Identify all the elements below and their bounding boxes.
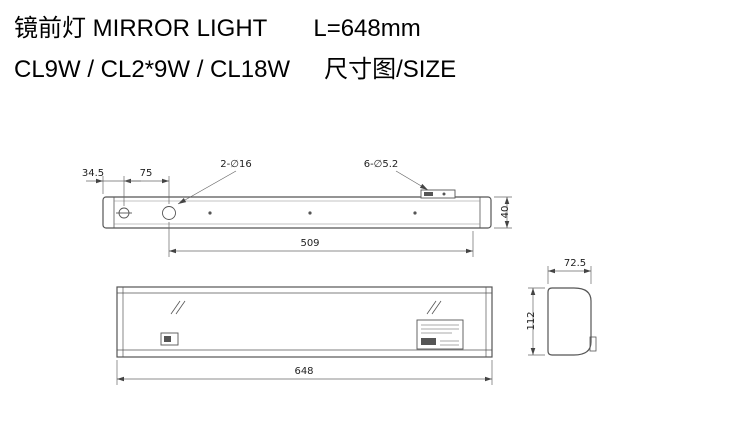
front-view-body (116, 286, 493, 358)
dim-hole-pitch: 75 (124, 168, 170, 204)
title-line-1: 镜前灯 MIRROR LIGHT L=648mm (14, 8, 456, 49)
dim-side-height: 112 (526, 287, 545, 356)
top-view (102, 189, 492, 229)
dim-text-overall-length: 648 (294, 366, 313, 377)
side-view (547, 287, 597, 356)
dim-side-width: 72.5 (547, 258, 592, 284)
dim-text-side-height: 112 (526, 311, 537, 330)
hatch-mark-left (170, 300, 186, 315)
side-switch-tab (589, 336, 597, 352)
side-view-body (547, 287, 592, 356)
dim-text-body-depth: 40 (500, 206, 511, 219)
title-block: 镜前灯 MIRROR LIGHT L=648mm CL9W / CL2*9W / … (14, 8, 456, 90)
screw-hole (308, 211, 312, 215)
keyhole-note-text: 2-∅16 (220, 159, 251, 170)
front-view (116, 286, 493, 358)
model-list: CL9W / CL2*9W / CL18W (14, 56, 291, 83)
leader-screw: 6-∅5.2 (364, 159, 429, 191)
dim-mount-span: 509 (168, 222, 474, 257)
switch (160, 332, 179, 346)
dim-text-hole-pitch: 75 (140, 168, 153, 179)
length-spec: L=648mm (313, 15, 421, 42)
top-view-body (102, 196, 492, 229)
dim-body-depth: 40 (494, 196, 512, 229)
dim-text-mount-span: 509 (300, 238, 319, 249)
leader-keyhole: 2-∅16 (177, 159, 252, 205)
size-drawing-label: 尺寸图/SIZE (324, 56, 457, 83)
screw-hole (413, 211, 417, 215)
screw-hole (208, 211, 212, 215)
terminal-block (420, 189, 456, 199)
hatch-mark-right (426, 300, 442, 315)
mounting-hole (162, 206, 176, 220)
dim-left-offset: 34.5 (82, 168, 141, 206)
product-label (416, 319, 464, 350)
dim-overall-length: 648 (116, 360, 493, 385)
screw-note-text: 6-∅5.2 (364, 159, 399, 170)
dim-text-side-width: 72.5 (564, 258, 586, 269)
dim-text-left-offset: 34.5 (82, 168, 104, 179)
product-name: 镜前灯 MIRROR LIGHT (14, 15, 268, 42)
keyhole-slot (116, 207, 132, 219)
title-line-2: CL9W / CL2*9W / CL18W 尺寸图/SIZE (14, 49, 456, 90)
